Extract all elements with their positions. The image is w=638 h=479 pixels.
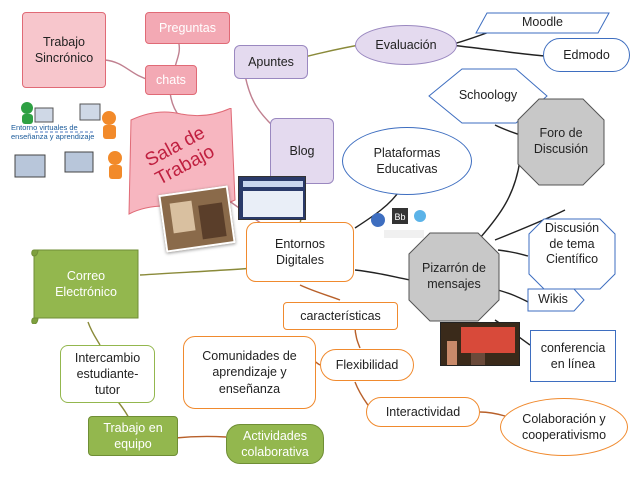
node-schoology: Schoology — [428, 68, 548, 124]
node-apuntes: Apuntes — [234, 45, 308, 79]
node-flexibilidad: Flexibilidad — [320, 349, 414, 381]
node-trabajo-sincronico: Trabajo Sincrónico — [22, 12, 106, 88]
platform-logos: Bb — [368, 204, 430, 242]
node-foro: Foro de Discusión — [517, 98, 605, 186]
node-interactividad: Interactividad — [366, 397, 480, 427]
schoology-label: Schoology — [458, 88, 518, 102]
moodle-label: Moodle — [522, 15, 563, 29]
node-preguntas: Preguntas — [145, 12, 230, 44]
node-plataformas: Plataformas Educativas — [342, 127, 472, 195]
pizarron-label: Pizarrón de mensajes — [422, 261, 486, 292]
node-discusion-tema: Discusión de tema Científico — [528, 218, 616, 290]
node-trabajo-equipo: Trabajo en equipo — [88, 416, 178, 456]
entornos-label: Entornos Digitales — [274, 236, 326, 267]
node-edmodo: Edmodo — [543, 38, 630, 72]
presentation-photo — [440, 322, 520, 366]
node-pizarron: Pizarrón de mensajes — [408, 232, 500, 322]
wikis-label: Wikis — [538, 292, 568, 306]
node-chats: chats — [145, 65, 197, 95]
node-actividades: Actividades colaborativa — [226, 424, 324, 464]
node-intercambio: Intercambio estudiante- tutor — [60, 345, 155, 403]
svg-text:Bb: Bb — [394, 212, 405, 222]
node-wikis: Wikis — [527, 288, 585, 312]
entornos-virtuales-caption: Entorno virtuales de enseñanza y aprendi… — [11, 123, 95, 141]
correo-label: Correo Electrónico — [55, 269, 117, 300]
discusion-tema-label: Discusión de tema Científico — [544, 221, 600, 267]
node-moodle: Moodle — [475, 12, 610, 34]
classroom-photo — [158, 185, 236, 253]
node-colaboracion: Colaboración y cooperativismo — [500, 398, 628, 456]
entornos-virtuales-image: Entorno virtuales de enseñanza y aprendi… — [5, 100, 130, 190]
foro-label: Foro de Discusión — [533, 126, 589, 157]
screen-photo — [238, 176, 306, 220]
node-conferencia: conferencia en línea — [530, 330, 616, 382]
node-blog: Blog — [270, 118, 334, 184]
node-caracteristicas: características — [283, 302, 398, 330]
node-entornos: Entornos Digitales — [246, 222, 354, 282]
node-evaluacion: Evaluación — [355, 25, 457, 65]
node-correo: Correo Electrónico — [30, 246, 142, 324]
node-comunidades: Comunidades de aprendizaje y enseñanza — [183, 336, 316, 409]
